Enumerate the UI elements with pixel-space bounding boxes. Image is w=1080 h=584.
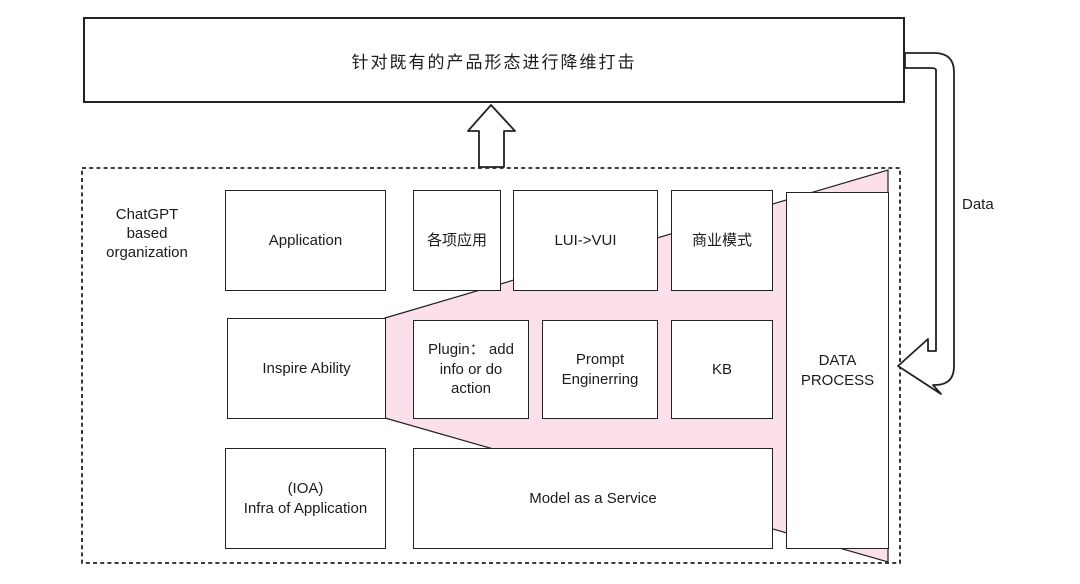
data-flow-arrow (897, 52, 955, 395)
data-arrow-label: Data (962, 196, 994, 213)
node-prompt-engineering-label: Prompt Enginerring (561, 351, 639, 388)
node-data-process-label: DATA PROCESS (800, 352, 875, 389)
node-ioa: (IOA) Infra of Application (225, 448, 386, 549)
node-maas-label: Model as a Service (529, 489, 657, 507)
node-application: Application (225, 190, 386, 291)
node-misc-apps-label: 各项应用 (426, 231, 487, 249)
org-container-label: ChatGPT based organization (106, 206, 188, 261)
node-kb-label: KB (711, 360, 732, 378)
node-lui-vui-label: LUI->VUI (554, 231, 617, 249)
node-plugin: Plugin： add info or do action (413, 320, 529, 419)
node-application-label: Application (268, 231, 343, 249)
up-block-arrow (467, 104, 516, 168)
banner-label: 针对既有的产品形态进行降维打击 (351, 52, 637, 72)
node-maas: Model as a Service (413, 448, 773, 549)
banner-node: 针对既有的产品形态进行降维打击 (83, 17, 905, 103)
node-lui-vui: LUI->VUI (513, 190, 658, 291)
node-business-model-label: 商业模式 (691, 231, 752, 249)
node-ioa-label: (IOA) Infra of Application (243, 480, 368, 517)
node-plugin-label: Plugin： add info or do action (428, 341, 514, 398)
node-business-model: 商业模式 (671, 190, 773, 291)
node-prompt-engineering: Prompt Enginerring (542, 320, 658, 419)
node-kb: KB (671, 320, 773, 419)
node-inspire-ability: Inspire Ability (227, 318, 386, 419)
node-data-process: DATA PROCESS (786, 192, 889, 549)
node-inspire-ability-label: Inspire Ability (262, 359, 351, 377)
node-misc-apps: 各项应用 (413, 190, 501, 291)
